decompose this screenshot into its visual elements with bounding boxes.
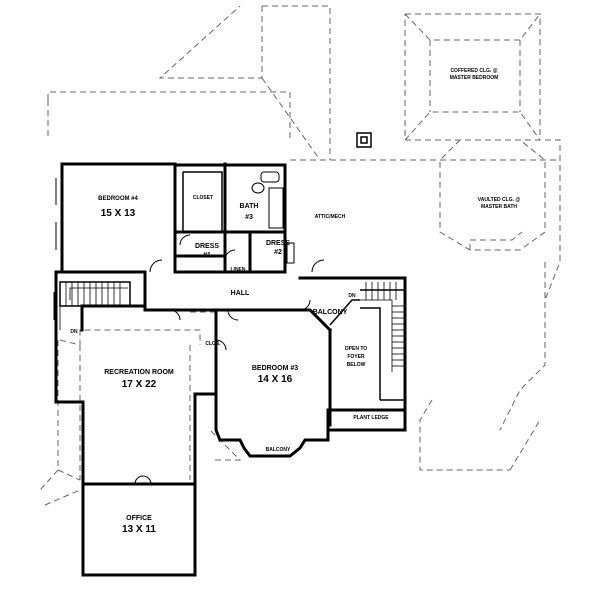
below-label: BELOW xyxy=(347,362,366,368)
dress2-num: #2 xyxy=(274,249,282,256)
dress1-num: #1 xyxy=(203,252,211,259)
dress1-name: DRESS xyxy=(195,243,219,250)
coffered-label-1: COFFERED CLG. @ xyxy=(450,68,497,74)
balcony-lower-label: BALCONY xyxy=(266,447,291,453)
hall-label: HALL xyxy=(231,290,250,297)
recreation-size: 17 X 22 xyxy=(122,379,157,390)
office-size: 13 X 11 xyxy=(122,524,156,535)
balcony-upper-label: BALCONY xyxy=(313,309,348,316)
recreation-name: RECREATION ROOM xyxy=(104,369,174,376)
door-swings xyxy=(53,178,325,576)
bedroom3-size: 14 X 16 xyxy=(258,374,293,385)
vaulted-label-1: VAULTED CLG. @ xyxy=(478,197,521,203)
vaulted-label-2: MASTER BATH xyxy=(481,204,517,210)
office-name: OFFICE xyxy=(126,515,152,522)
open-to-label: OPEN TO xyxy=(345,346,368,352)
room-labels: BEDROOM #4 15 X 13 CLOSET BATH #3 DRESS … xyxy=(70,68,520,535)
bath-fixtures xyxy=(251,171,295,264)
plant-ledge-label: PLANT LEDGE xyxy=(353,415,389,421)
chimney xyxy=(356,132,372,148)
coffered-label-2: MASTER BEDROOM xyxy=(450,75,499,81)
bath3-name: BATH xyxy=(240,203,259,210)
bedroom4-name: BEDROOM #4 xyxy=(98,196,138,202)
clos-label: CLOS. xyxy=(205,341,221,347)
right-stairs xyxy=(329,282,406,411)
closet-label: CLOSET xyxy=(193,195,213,201)
bedroom3-name: BEDROOM #3 xyxy=(252,365,298,372)
attic-label: ATTIC/MECH xyxy=(315,214,346,220)
dn-right-label: DN xyxy=(348,293,356,299)
linen-label: LINEN xyxy=(231,267,246,273)
bath3-num: #3 xyxy=(245,214,253,221)
dress2-name: DRESS xyxy=(266,240,290,247)
dn-left-label: DN xyxy=(70,329,78,335)
foyer-label: FOYER xyxy=(347,354,365,360)
left-stairs xyxy=(59,281,131,330)
bedroom4-size: 15 X 13 xyxy=(101,208,136,219)
